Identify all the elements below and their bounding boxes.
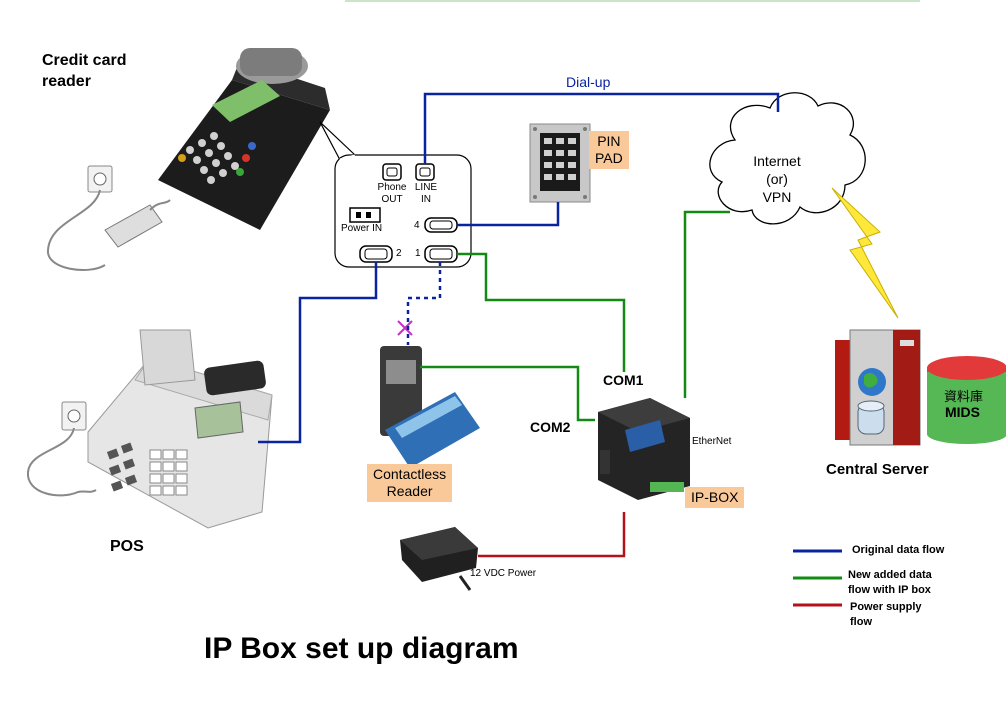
pos-link: [258, 262, 378, 444]
database-cylinder: [927, 356, 1006, 444]
power-in-label: Power IN: [341, 223, 383, 234]
db-mids-label: MIDS: [945, 404, 980, 420]
com1-link: [457, 252, 626, 372]
credit-card-reader-device: [158, 48, 330, 230]
phone-out-label: Phone OUT: [377, 182, 407, 205]
legend-power-label: Power supply flow: [850, 601, 922, 628]
com2-label: COM2: [530, 419, 571, 435]
disconnect-cross-icon: [397, 320, 413, 336]
ip-box-device: [598, 398, 690, 500]
central-server-label: Central Server: [826, 461, 929, 478]
com1-label: COM1: [603, 372, 644, 388]
contactless-reader-label: Contactless Reader: [367, 464, 453, 502]
com2-link: [420, 365, 595, 422]
contactless-reader-device: [380, 346, 480, 468]
power-brick-device: [400, 527, 478, 591]
pos-label: POS: [110, 538, 144, 555]
dialup-label: Dial-up: [566, 74, 611, 90]
port-callout: [319, 121, 472, 268]
db-chinese-label: 資料庫: [944, 389, 984, 404]
cloud-label: Internet (or) VPN: [753, 153, 801, 205]
ip-box-label: IP-BOX: [685, 487, 745, 508]
port-2-label: 2: [396, 248, 402, 259]
lightning-bolt-icon: [831, 187, 899, 319]
ethernet-label: EtherNet: [692, 436, 732, 447]
power-brick-label: 12 VDC Power: [470, 568, 537, 579]
central-server-device: [835, 329, 921, 446]
old-contactless-link: [406, 262, 442, 345]
credit-card-reader-label: Credit card reader: [42, 52, 127, 90]
line-in-label: LINE IN: [414, 182, 438, 205]
power-link: [478, 512, 626, 558]
pos-register-device: [87, 329, 273, 529]
legend-original-label: Original data flow: [852, 544, 945, 556]
pin-pad-label: PIN PAD: [589, 131, 629, 169]
ethernet-link: [683, 210, 730, 398]
port-1-label: 1: [415, 248, 421, 259]
port-4-label: 4: [414, 220, 420, 231]
pin-pad-device: [529, 123, 591, 203]
legend-new-label: New added data flow with IP box: [848, 569, 932, 596]
dialup-link: [423, 92, 780, 164]
credit-reader-power-adapter: [46, 165, 171, 271]
pos-power-adapter: [26, 401, 97, 497]
diagram-title: IP Box set up diagram: [204, 632, 519, 665]
pinpad-link: [457, 202, 560, 227]
